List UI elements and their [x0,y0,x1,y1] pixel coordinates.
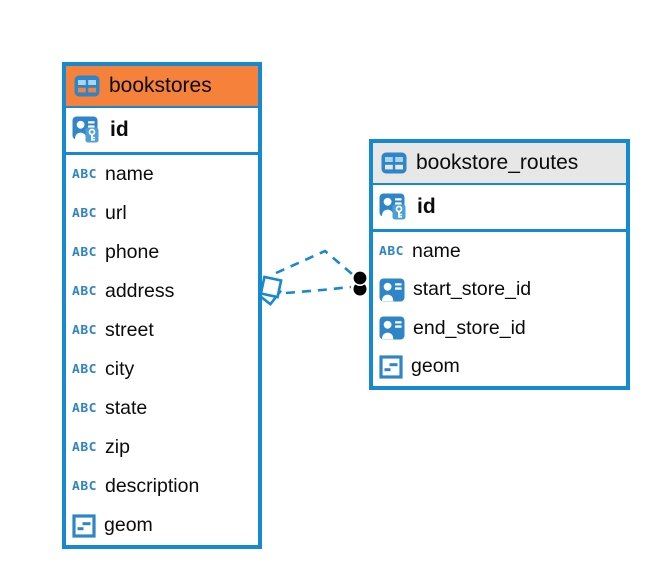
column-name: phone [104,241,160,263]
person-icon [379,278,405,302]
column-row-url[interactable]: ABC url [66,194,258,233]
table-bookstore-routes[interactable]: bookstore_routes id ABC name start_store… [369,139,630,390]
column-name: city [104,358,135,380]
column-name: street [104,319,154,341]
column-name: id [110,118,129,141]
text-type-icon: ABC [72,440,97,455]
column-row-id[interactable]: id [373,185,626,232]
column-row-name[interactable]: ABC name [66,155,258,194]
text-type-icon: ABC [72,284,97,299]
text-type-icon: ABC [72,323,97,338]
column-name: zip [104,436,130,458]
column-name: start_store_id [413,278,532,301]
column-name: description [104,475,200,497]
column-name: geom [104,514,153,536]
text-type-icon: ABC [72,401,97,416]
column-row-phone[interactable]: ABC phone [66,233,258,272]
text-type-icon: ABC [379,244,404,259]
table-title: bookstore_routes [416,151,579,174]
column-row-description[interactable]: ABC description [66,467,258,506]
text-type-icon: ABC [72,206,97,221]
geometry-type-icon [379,355,403,379]
table-bookstores-header[interactable]: bookstores [66,66,258,108]
column-list: ABC name ABC url ABC phone ABC address A… [66,155,258,545]
column-row-geom[interactable]: geom [373,347,626,386]
column-list: ABC name start_store_id end_store_id geo… [373,232,626,386]
geometry-type-icon [72,514,96,538]
text-type-icon: ABC [72,362,97,377]
column-name: state [104,397,148,419]
column-row-state[interactable]: ABC state [66,389,258,428]
column-name: geom [411,355,460,378]
table-icon [74,75,100,97]
table-icon [381,152,407,174]
relation-target-dots [351,269,368,296]
person-key-icon [72,116,102,145]
relation-line-start-store[interactable] [275,249,353,275]
column-row-id[interactable]: id [66,108,258,155]
person-key-icon [379,193,409,222]
column-row-start-store-id[interactable]: start_store_id [373,270,626,309]
column-name: name [104,163,154,185]
column-row-address[interactable]: ABC address [66,272,258,311]
text-type-icon: ABC [72,245,97,260]
table-title: bookstores [109,74,212,97]
text-type-icon: ABC [72,167,97,182]
column-name: end_store_id [413,316,526,339]
column-name: id [417,195,436,218]
table-bookstores[interactable]: bookstores id ABC name ABC url ABC phone… [62,62,262,549]
column-row-geom[interactable]: geom [66,506,258,545]
person-icon [379,316,405,340]
table-bookstore-routes-header[interactable]: bookstore_routes [373,143,626,185]
text-type-icon: ABC [72,479,97,494]
relation-line-end-store[interactable] [285,285,352,295]
column-name: name [411,239,461,262]
column-name: url [104,202,127,224]
column-row-name[interactable]: ABC name [373,232,626,271]
relation-source-marker [255,275,283,307]
column-row-street[interactable]: ABC street [66,311,258,350]
column-row-zip[interactable]: ABC zip [66,428,258,467]
column-row-city[interactable]: ABC city [66,350,258,389]
column-name: address [104,280,175,302]
column-row-end-store-id[interactable]: end_store_id [373,309,626,348]
